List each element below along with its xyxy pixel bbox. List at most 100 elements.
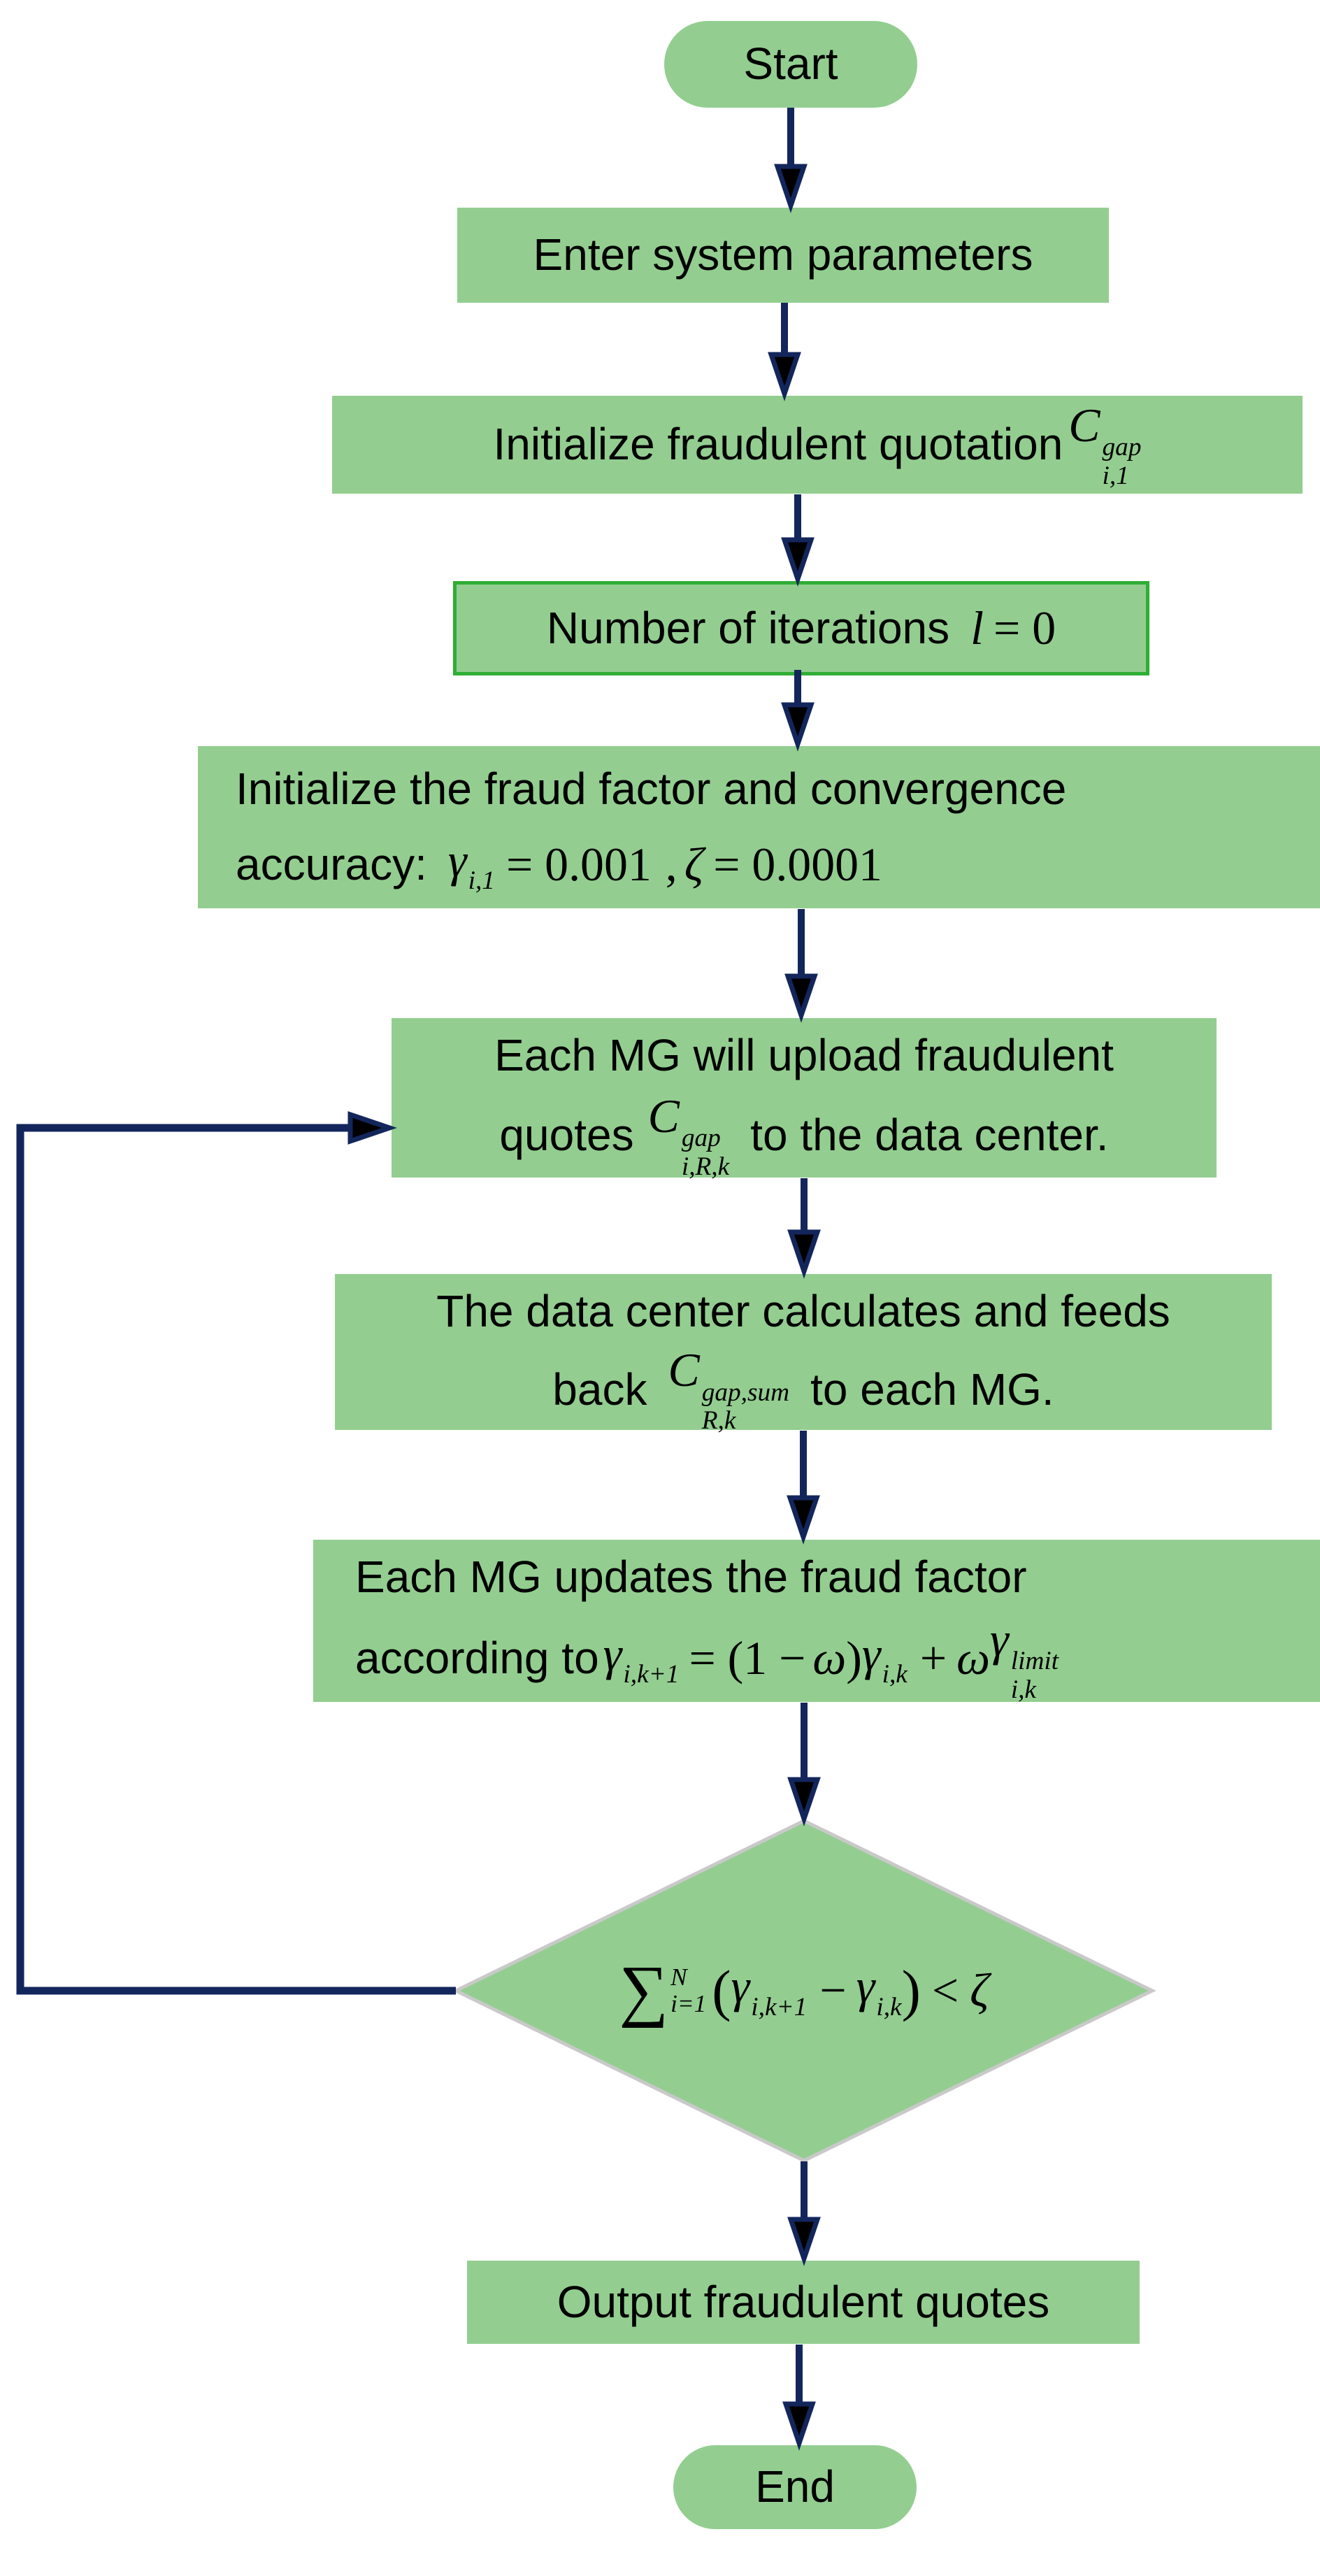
formula-gamma-init: γi,1 — [448, 834, 495, 896]
init-fraud-line2: accuracy: γi,1 = 0.001 , ζ = 0.0001 — [236, 827, 882, 903]
upload-line2-suffix: to the data center. — [750, 1110, 1109, 1161]
formula-gamma-next: γi,k+1 — [603, 1628, 680, 1689]
node-init-fraud-factor: Initialize the fraud factor and converge… — [198, 746, 1320, 908]
decision-gamma1-sub: i,k+1 — [751, 1992, 808, 2022]
node-end: End — [673, 2445, 917, 2529]
iterations-equation: = 0 — [993, 601, 1056, 654]
node-start-label: Start — [743, 38, 838, 90]
sigma-sup: N — [670, 1963, 687, 1991]
formula-subscript: i,1 — [1102, 461, 1129, 490]
arrow-start-to-enter — [774, 108, 808, 213]
sigma-sub: i=1 — [670, 1990, 707, 2017]
gamma-limit-sub: i,k — [1010, 1675, 1036, 1704]
node-output-quotes: Output fraudulent quotes — [467, 2261, 1140, 2344]
arrow-init-factor-to-upload — [784, 909, 818, 1023]
sigma-symbol: ∑ — [619, 1952, 669, 2028]
plus-sign: + — [919, 1632, 947, 1684]
node-iterations: Number of iterations l = 0 — [453, 581, 1149, 675]
decision-gamma1-base: γ — [731, 1960, 750, 2013]
gamma-next-sub: i,k+1 — [623, 1660, 680, 1689]
sigma-scripts: N i=1 — [670, 1963, 707, 2017]
decision-gamma1: γi,k+1 — [731, 1959, 808, 2022]
iterations-text: Number of iterations — [546, 602, 950, 653]
gamma-limit-sup: limit — [1010, 1647, 1059, 1676]
update-close-paren: ) — [846, 1632, 862, 1684]
feedback-C-sub: R,k — [701, 1406, 736, 1436]
decision-close-paren: ) — [901, 1959, 921, 2023]
decision-diamond-shape — [452, 1819, 1156, 2163]
gamma-limit-base: γ — [990, 1612, 1009, 1666]
feedback-line1: The data center calculates and feeds — [436, 1286, 1170, 1337]
node-enter-parameters-label: Enter system parameters — [533, 229, 1033, 280]
gamma-subscript: i,1 — [468, 866, 495, 896]
update-line2: according to γi,k+1 = (1 − ω ) γi,k + ω … — [355, 1613, 1059, 1704]
arrow-iterations-to-init-factor — [781, 670, 815, 752]
upload-C-base: C — [647, 1089, 680, 1143]
decision-gamma2-base: γ — [856, 1960, 875, 2013]
update-line2-prefix: according to — [355, 1633, 599, 1684]
gamma-next-base: γ — [603, 1627, 622, 1680]
zeta-base: ζ — [684, 838, 704, 891]
upload-line2-prefix: quotes — [499, 1110, 634, 1161]
omega-2: ω — [956, 1632, 990, 1684]
init-quotation-text: Initialize fraudulent quotation — [493, 419, 1063, 470]
node-enter-parameters: Enter system parameters — [457, 208, 1109, 303]
decision-gamma2: γi,k — [856, 1959, 902, 2022]
decision-minus: − — [819, 1964, 847, 2017]
upload-C-sub: i,R,k — [681, 1152, 730, 1181]
feedback-C-sup: gap,sum — [701, 1378, 790, 1407]
gamma-k-base: γ — [861, 1627, 881, 1680]
decision-gamma2-sub: i,k — [876, 1992, 902, 2022]
formula-gamma-k: γi,k — [862, 1628, 908, 1689]
formula-superscript: gap — [1102, 433, 1142, 462]
loopback-decision-to-upload — [16, 1111, 456, 1995]
node-output-quotes-label: Output fraudulent quotes — [557, 2276, 1050, 2327]
init-fraud-line1: Initialize the fraud factor and converge… — [236, 764, 1067, 815]
node-iterations-content: Number of iterations l = 0 — [547, 602, 1056, 655]
node-update-factor: Each MG updates the fraud factor accordi… — [313, 1540, 1320, 1704]
feedback-line2-suffix: to each MG. — [810, 1364, 1054, 1415]
arrow-feedback-to-update — [787, 1431, 820, 1545]
node-decision: ∑ N i=1 ( γi,k+1 − γi,k ) < ζ — [491, 1903, 1117, 2078]
update-line1: Each MG updates the fraud factor — [355, 1552, 1027, 1603]
update-eq-open: = (1 − — [689, 1632, 806, 1684]
decision-zeta: ζ — [970, 1964, 989, 2017]
node-start: Start — [664, 21, 917, 108]
gamma-base: γ — [447, 833, 467, 887]
omega-1: ω — [812, 1632, 847, 1684]
decision-open-paren: ( — [712, 1959, 731, 2023]
arrow-update-to-decision — [787, 1703, 821, 1826]
zeta-equation: = 0.0001 — [713, 838, 882, 891]
arrow-upload-to-feedback — [787, 1178, 821, 1279]
feedback-C-base: C — [668, 1344, 700, 1397]
upload-C-sup: gap — [681, 1124, 721, 1153]
gamma-equation: = 0.001 — [505, 838, 652, 891]
gamma-k-sub: i,k — [882, 1660, 908, 1689]
node-end-label: End — [755, 2461, 835, 2512]
arrow-decision-to-output — [787, 2161, 821, 2266]
formula-base-C: C — [1068, 399, 1100, 452]
decision-less-than: < — [931, 1964, 959, 2017]
comma-separator: , — [665, 838, 677, 891]
iterations-variable: l — [970, 601, 984, 654]
node-feedback: The data center calculates and feeds bac… — [335, 1274, 1272, 1435]
arrow-init-quotation-to-iterations — [781, 494, 815, 587]
feedback-line2-prefix: back — [552, 1364, 647, 1415]
accuracy-label: accuracy: — [236, 839, 427, 890]
upload-line1: Each MG will upload fraudulent — [494, 1030, 1114, 1081]
